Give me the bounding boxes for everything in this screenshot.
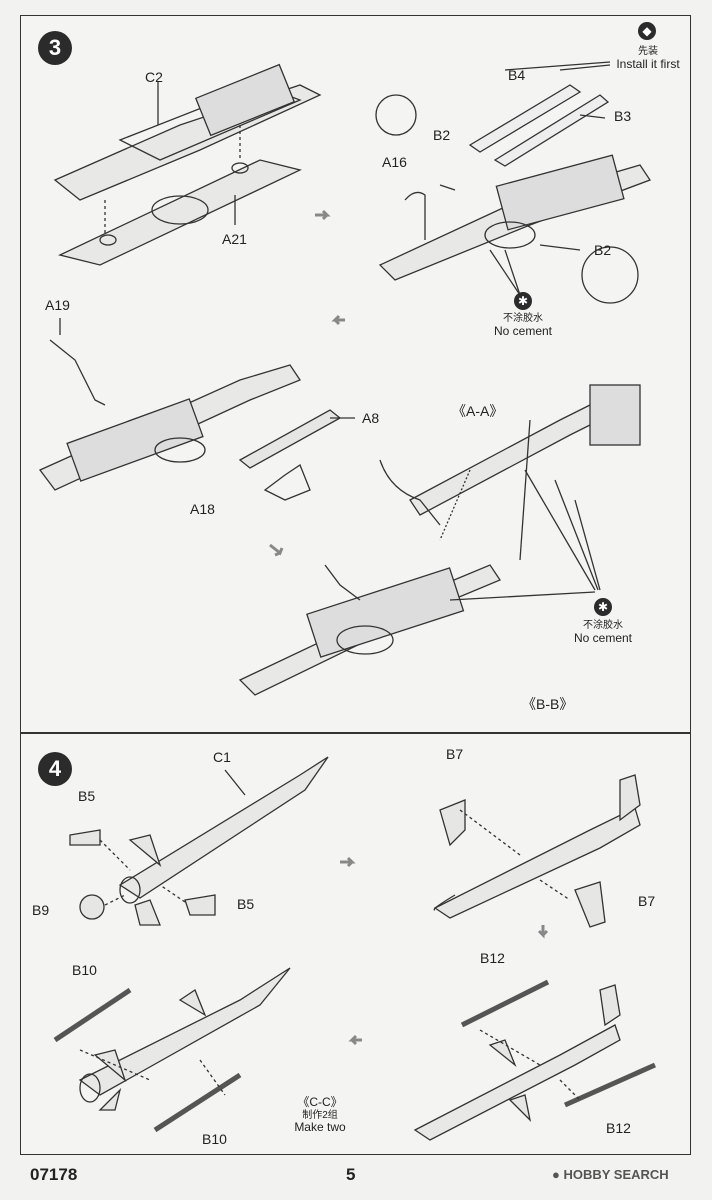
part-label-b5-top: B5 [78,788,96,804]
no-cement-cn-2: 不涂胶水 [583,620,623,631]
install-first-en: Install it first [616,56,680,71]
launcher-chassis-top-right [375,61,651,304]
no-cement-note-2: 不涂胶水 No cement [558,620,648,645]
step-4-badge: 4 [38,752,72,786]
part-label-b12-top: B12 [480,950,505,966]
part-label-b12-bottom: B12 [606,1120,631,1136]
part-label-b9: B9 [32,902,50,918]
no-cement-icon: ✱ [514,292,532,310]
launcher-assembled-b-b [238,469,601,696]
section-label-c-c: 《C-C》 [297,1095,343,1109]
no-cement-cn-1: 不涂胶水 [503,313,543,324]
part-label-a16: A16 [382,154,407,170]
part-label-a19: A19 [45,297,70,313]
part-label-b7-top: B7 [446,746,464,762]
part-label-a18: A18 [190,501,215,517]
missile-c1-assembly [69,756,329,926]
part-label-c2: C2 [145,69,163,85]
section-label-a-a: 《A-A》 [452,403,504,419]
make-two-en: Make two [294,1120,346,1135]
no-cement-en-1: No cement [493,323,553,338]
make-two-note: 《C-C》 制作2组 Make two [270,1095,370,1135]
launcher-arm-a-a [379,384,641,561]
part-label-b2-right: B2 [594,242,612,258]
launcher-chassis-top-left [53,63,322,266]
no-cement-icon: ✱ [594,598,612,616]
part-label-c1: C1 [213,749,231,765]
launcher-chassis-middle-left [38,318,355,501]
install-first-note: 先装 Install it first [598,46,698,71]
section-label-b-b: 《B-B》 [522,696,574,712]
missile-b10-assembly [53,967,291,1133]
step-3-badge: 3 [38,31,72,65]
install-first-icon: ◆ [638,22,656,40]
part-label-a8: A8 [362,410,380,426]
missile-b12-assembly [413,979,657,1141]
make-two-cn: 制作2组 [302,1109,338,1121]
part-label-b10-bottom: B10 [202,1131,227,1147]
page-number: 5 [346,1165,356,1184]
hobby-search-watermark: ● HOBBY SEARCH [552,1167,669,1182]
product-code: 07178 [30,1165,78,1184]
part-label-b10-top: B10 [72,962,97,978]
part-label-b3: B3 [614,108,632,124]
step-4-panel [20,733,691,1155]
install-first-cn: 先装 [638,46,658,57]
part-label-b2-top: B2 [433,127,451,143]
watermark-text: HOBBY SEARCH [563,1167,669,1182]
no-cement-en-2: No cement [573,630,633,645]
part-label-b5-bottom: B5 [237,896,255,912]
part-label-b7-right: B7 [638,893,656,909]
part-label-a21: A21 [222,231,247,247]
missile-b7-assembly [433,774,641,928]
no-cement-note-1: 不涂胶水 No cement [478,313,568,338]
part-label-b4: B4 [508,67,526,83]
